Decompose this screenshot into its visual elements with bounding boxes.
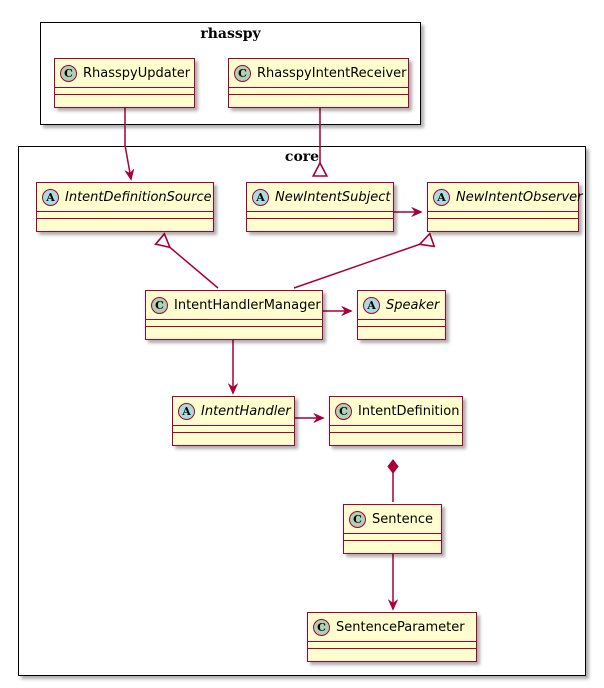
- class-node-label: RhasspyIntentReceiver: [257, 65, 407, 81]
- class-node-rhasspyintentreceiver[interactable]: C RhasspyIntentReceiver: [228, 58, 409, 108]
- class-node-intentdefinitionsource[interactable]: A IntentDefinitionSource: [36, 182, 214, 232]
- class-node-newintentsubject[interactable]: A NewIntentSubject: [246, 182, 394, 232]
- class-icon: C: [60, 64, 77, 82]
- class-node-label: NewIntentSubject: [275, 189, 391, 205]
- class-node-label: IntentDefinition: [358, 403, 460, 419]
- class-node-label: NewIntentObserver: [456, 189, 583, 205]
- class-node-header: A IntentHandler: [173, 397, 294, 426]
- class-methods-compartment: [229, 95, 408, 102]
- class-methods-compartment: [173, 433, 294, 440]
- class-node-label: IntentDefinitionSource: [65, 189, 212, 205]
- class-methods-compartment: [55, 95, 194, 102]
- class-node-rhasspyupdater[interactable]: C RhasspyUpdater: [54, 58, 195, 108]
- package-title-rhasspy: rhasspy: [200, 26, 261, 42]
- class-node-header: C IntentHandlerManager: [146, 291, 322, 320]
- class-attributes-compartment: [146, 320, 322, 327]
- class-icon: C: [349, 510, 366, 528]
- class-icon: C: [151, 296, 168, 314]
- class-methods-compartment: [37, 219, 213, 226]
- abstract-icon: A: [178, 402, 195, 420]
- class-methods-compartment: [146, 327, 322, 334]
- class-node-label: Speaker: [386, 297, 440, 313]
- class-node-label: SentenceParameter: [336, 619, 465, 635]
- class-node-header: C RhasspyIntentReceiver: [229, 59, 408, 88]
- class-methods-compartment: [344, 541, 441, 548]
- class-attributes-compartment: [55, 88, 194, 95]
- class-attributes-compartment: [330, 426, 462, 433]
- package-title-core: core: [284, 149, 320, 165]
- class-node-header: C RhasspyUpdater: [55, 59, 194, 88]
- package-core: [18, 146, 586, 676]
- class-node-header: C Sentence: [344, 505, 441, 534]
- abstract-icon: A: [433, 188, 450, 206]
- class-node-header: A NewIntentSubject: [247, 183, 393, 212]
- class-node-intentdefinition[interactable]: C IntentDefinition: [329, 396, 463, 446]
- abstract-icon: A: [363, 296, 380, 314]
- class-node-intenthandler[interactable]: A IntentHandler: [172, 396, 295, 446]
- class-methods-compartment: [358, 327, 445, 334]
- class-node-header: A NewIntentObserver: [428, 183, 583, 212]
- abstract-icon: A: [252, 188, 269, 206]
- class-node-header: A IntentDefinitionSource: [37, 183, 213, 212]
- class-node-speaker[interactable]: A Speaker: [357, 290, 446, 340]
- class-node-label: IntentHandler: [201, 403, 291, 419]
- class-node-header: C SentenceParameter: [308, 613, 476, 642]
- class-attributes-compartment: [344, 534, 441, 541]
- class-attributes-compartment: [358, 320, 445, 327]
- class-methods-compartment: [330, 433, 462, 440]
- class-icon: C: [335, 402, 352, 420]
- class-attributes-compartment: [173, 426, 294, 433]
- class-node-header: A Speaker: [358, 291, 445, 320]
- class-attributes-compartment: [229, 88, 408, 95]
- class-node-sentenceparameter[interactable]: C SentenceParameter: [307, 612, 477, 662]
- class-icon: C: [313, 618, 330, 636]
- class-node-sentence[interactable]: C Sentence: [343, 504, 442, 554]
- class-node-label: Sentence: [372, 511, 433, 527]
- class-attributes-compartment: [247, 212, 393, 219]
- class-node-newintentobserver[interactable]: A NewIntentObserver: [427, 182, 583, 232]
- class-attributes-compartment: [308, 642, 476, 649]
- class-icon: C: [234, 64, 251, 82]
- abstract-icon: A: [42, 188, 59, 206]
- class-node-label: IntentHandlerManager: [174, 297, 321, 313]
- class-attributes-compartment: [37, 212, 213, 219]
- class-attributes-compartment: [428, 212, 578, 219]
- class-methods-compartment: [308, 649, 476, 656]
- class-node-intenthandlermanager[interactable]: C IntentHandlerManager: [145, 290, 323, 340]
- class-node-label: RhasspyUpdater: [83, 65, 191, 81]
- class-methods-compartment: [428, 219, 578, 226]
- class-methods-compartment: [247, 219, 393, 226]
- class-node-header: C IntentDefinition: [330, 397, 462, 426]
